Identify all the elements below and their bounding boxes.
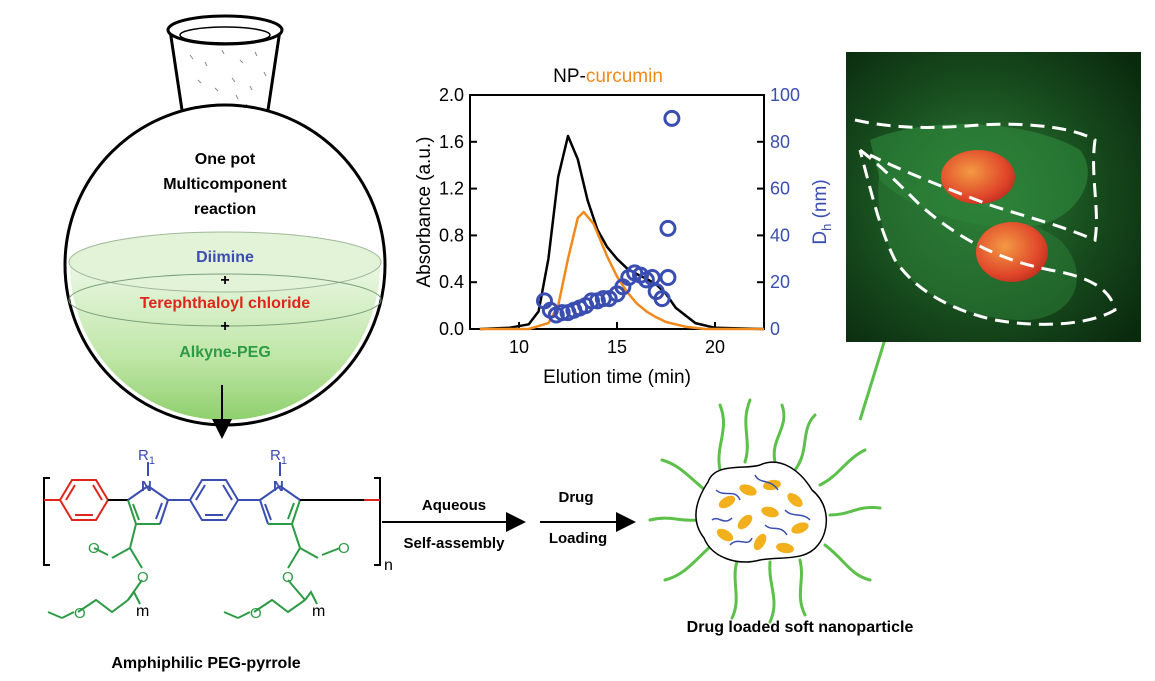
reaction-flask: One pot Multicomponent reaction Diimine … [63,14,387,427]
pyrrole-n-2: N [273,478,284,495]
peg-chain-2 [223,523,341,619]
reagent-plus-2: + [220,318,229,335]
y-tick-label-left: 2.0 [439,85,464,105]
polymer-caption: Amphiphilic PEG-pyrrole [111,655,300,672]
pyrrole-ring-2 [259,485,301,525]
y-tick-label-right: 40 [770,225,790,245]
y-tick-label-right: 0 [770,319,780,339]
pyrrole-ring-1 [127,485,169,525]
y-tick-label-left: 1.2 [439,179,464,199]
polymer-structure: n N R1 [43,447,393,672]
reagent-alkyne-peg: Alkyne-PEG [179,344,271,361]
ester-o-1a: O [88,540,100,557]
cell-outline-1 [854,118,1098,243]
step1-bottom-label: Self-assembly [404,535,506,552]
step1-top-label: Aqueous [422,497,486,514]
peg-o-1: O [74,605,86,622]
peg-chain-1 [47,523,143,619]
polymer-backbone-strands [711,474,811,546]
x-tick-label: 10 [509,337,529,357]
chart-marks: 10 15 20 0.0 0.4 0.8 1.2 1.6 2.0 0 20 40 60 80 100 [439,85,800,357]
repeat-n: n [384,557,393,574]
dh-point [659,219,677,237]
dh-point [583,292,601,310]
dh-point [659,269,677,287]
y-tick-label-left: 0.0 [439,319,464,339]
sec-chart: NP-curcumin 10 15 20 0.0 0.4 0.8 1.2 1.6 2.0 0 20 4… [414,66,834,388]
cell-nucleus-2 [976,222,1048,282]
x-tick-label: 20 [705,337,725,357]
flask-title-line2: Multicomponent [163,176,287,193]
reagent-plus-1: + [220,272,229,289]
reagent-terephthaloyl-chloride: Terephthaloyl chloride [140,295,311,312]
cell-nucleus-1 [941,150,1015,204]
reagent-diimine: Diimine [196,249,254,266]
left-bracket [43,477,50,566]
x-axis-label: Elution time (min) [543,367,691,388]
peg-corona [648,398,882,624]
nanoparticle-caption: Drug loaded soft nanoparticle [687,619,914,636]
dh-point [553,304,571,322]
flask-rim [166,14,284,46]
right-bracket [374,477,381,566]
process-steps: Aqueous Self-assembly Drug Loading [382,489,636,552]
x-tick-label: 15 [607,337,627,357]
flask-liquid [70,265,380,420]
ester-o-2a: O [338,540,350,557]
r1-label-2: R1 [270,447,287,467]
y-axis-label-left: Absorbance (a.u.) [414,136,435,287]
benzene-ring-red [58,479,110,521]
y-tick-label-right: 80 [770,132,790,152]
y-axis-label-right: Dh (nm) [810,179,834,244]
nanoparticle: Drug loaded soft nanoparticle [648,398,914,636]
flask-title-line1: One pot [195,151,256,168]
y-tick-label-right: 20 [770,272,790,292]
y-tick-label-left: 0.4 [439,272,464,292]
cell-outline-2 [858,148,1117,326]
absorbance-line-curcumin [479,210,764,331]
m-label-1: m [136,603,149,620]
chart-title: NP-curcumin [553,66,663,87]
ester-o-1b: O [137,569,149,586]
r1-label-1: R1 [138,447,155,467]
step2-bottom-label: Loading [549,530,607,547]
confocal-cell-image [846,52,1141,342]
dh-point [663,109,681,127]
ester-o-2b: O [282,569,294,586]
m-label-2: m [312,603,325,620]
y-tick-label-left: 1.6 [439,132,464,152]
peg-o-2: O [250,605,262,622]
pyrrole-n-1: N [141,478,152,495]
y-tick-label-right: 100 [770,85,800,105]
benzene-ring-blue [188,479,240,521]
flask-title-line3: reaction [194,201,256,218]
y-tick-label-right: 60 [770,179,790,199]
y-tick-label-left: 0.8 [439,225,464,245]
plot-frame [469,94,765,330]
step2-top-label: Drug [559,489,594,506]
dh-point [653,290,671,308]
